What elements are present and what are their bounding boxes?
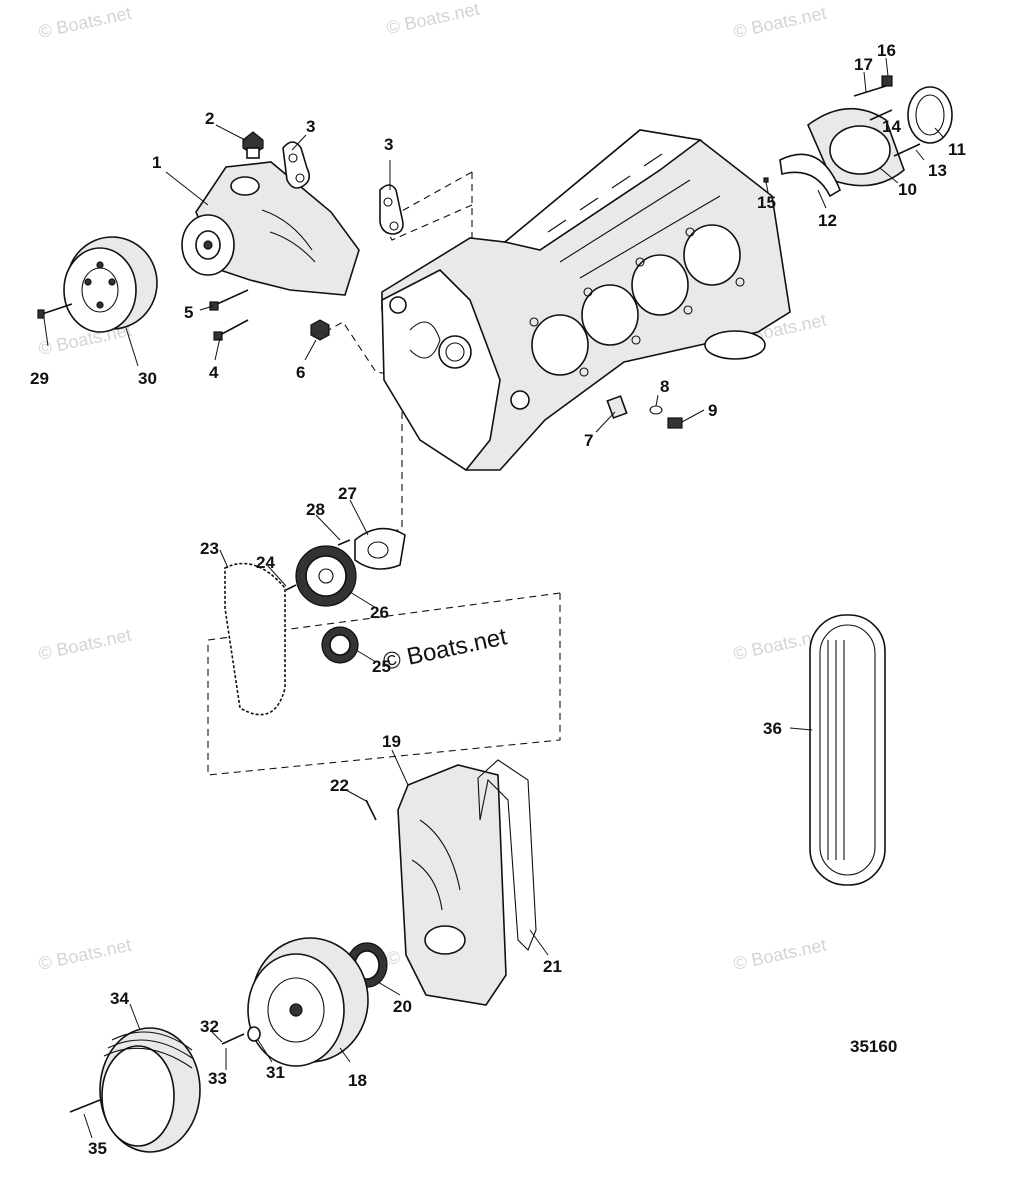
callout-27: 27 xyxy=(338,484,357,503)
callout-3: 3 xyxy=(384,135,393,154)
callout-26: 26 xyxy=(370,603,389,622)
callout-25: 25 xyxy=(372,657,391,676)
watermark: © Boats.net xyxy=(37,3,133,42)
leader-lines xyxy=(43,57,945,1139)
watermark: © Boats.net xyxy=(37,625,133,664)
callout-14: 14 xyxy=(882,117,901,136)
cover-bolt xyxy=(365,799,377,821)
callout-16: 16 xyxy=(877,41,896,60)
timing-cover-gasket xyxy=(477,759,537,951)
pulley-bolt xyxy=(69,1099,101,1113)
callout-11: 11 xyxy=(948,140,966,159)
callouts: 1 2 3 3 4 5 6 7 8 9 10 11 12 13 14 15 16… xyxy=(30,41,966,1158)
callout-18: 18 xyxy=(348,1071,367,1090)
cam-sprocket xyxy=(295,545,357,607)
callout-33: 33 xyxy=(208,1069,227,1088)
rear-seal-group xyxy=(763,75,953,198)
callout-13: 13 xyxy=(928,161,947,180)
callout-1: 1 xyxy=(152,153,161,172)
timing-chain xyxy=(224,562,286,716)
callout-9: 9 xyxy=(708,401,717,420)
callout-24: 24 xyxy=(256,553,275,572)
nut xyxy=(310,319,330,341)
callout-36: 36 xyxy=(763,719,782,738)
balancer-bolt xyxy=(221,1033,245,1045)
callout-32: 32 xyxy=(200,1017,219,1036)
callout-5: 5 xyxy=(184,303,193,322)
washer xyxy=(247,1026,261,1042)
callout-29: 29 xyxy=(30,369,49,388)
water-pump xyxy=(181,161,360,296)
callout-7: 7 xyxy=(584,431,593,450)
sensor-parts xyxy=(606,395,683,429)
water-pump-pulley xyxy=(63,236,158,333)
callout-3: 3 xyxy=(306,117,315,136)
engine-block xyxy=(381,129,791,472)
callout-34: 34 xyxy=(110,989,129,1008)
watermark: © Boats.net xyxy=(37,935,133,974)
callout-23: 23 xyxy=(200,539,219,558)
callout-6: 6 xyxy=(296,363,305,382)
callout-28: 28 xyxy=(306,500,325,519)
gasket-block xyxy=(379,184,404,235)
callout-10: 10 xyxy=(898,180,917,199)
callout-20: 20 xyxy=(393,997,412,1016)
callout-2: 2 xyxy=(205,109,214,128)
callout-21: 21 xyxy=(543,957,562,976)
figure-number: 35160 xyxy=(850,1037,897,1056)
callout-15: 15 xyxy=(757,193,776,212)
callout-31: 31 xyxy=(266,1063,285,1082)
callout-30: 30 xyxy=(138,369,157,388)
callout-4: 4 xyxy=(209,363,219,382)
bolts xyxy=(37,289,249,341)
watermark: © Boats.net xyxy=(385,0,481,38)
callout-12: 12 xyxy=(818,211,837,230)
center-watermark: © Boats.net xyxy=(381,623,510,676)
callout-35: 35 xyxy=(88,1139,107,1158)
harmonic-balancer xyxy=(247,937,369,1067)
watermark: © Boats.net xyxy=(732,3,828,42)
drain-plug xyxy=(242,131,264,159)
serpentine-belt xyxy=(809,614,886,886)
watermark: © Boats.net xyxy=(732,935,828,974)
timing-cover xyxy=(397,764,507,1006)
crank-pulley xyxy=(99,1027,201,1153)
callout-22: 22 xyxy=(330,776,349,795)
callout-19: 19 xyxy=(382,732,401,751)
gasket-pump xyxy=(282,141,311,189)
callout-17: 17 xyxy=(854,55,873,74)
thrust-plate xyxy=(285,527,406,591)
crank-sprocket xyxy=(321,626,359,664)
callout-8: 8 xyxy=(660,377,669,396)
